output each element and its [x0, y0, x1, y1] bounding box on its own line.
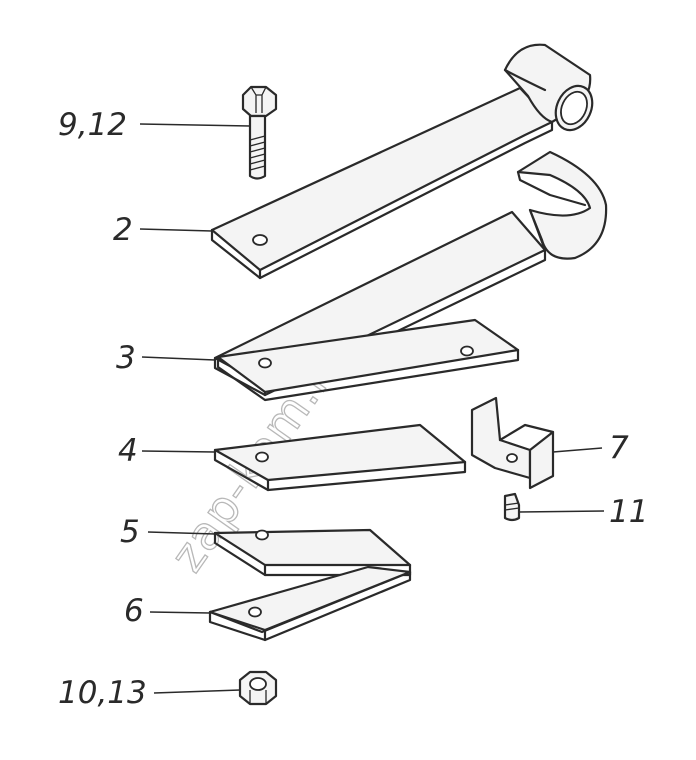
callout-4: 4: [118, 433, 138, 469]
bolt: [241, 85, 278, 180]
callout-3: 3: [116, 340, 136, 376]
leader-5: [147, 531, 216, 535]
callout-11: 11: [609, 494, 648, 530]
callout-9-12: 9,12: [58, 107, 127, 143]
callout-10-13: 10,13: [58, 675, 147, 711]
second-leaf-with-wrap: [213, 150, 608, 402]
leader-9-12: [139, 123, 251, 127]
leaf-6: [208, 565, 412, 642]
clip-bracket: [470, 396, 555, 490]
leader-4: [141, 450, 216, 453]
callout-7: 7: [609, 430, 629, 466]
callout-2: 2: [113, 212, 133, 248]
callout-6: 6: [124, 593, 144, 629]
leaf-4: [213, 423, 467, 492]
leader-6: [149, 611, 211, 614]
leader-7: [552, 447, 603, 453]
main-leaf-with-eye: [210, 43, 594, 280]
screw: [503, 492, 521, 522]
leader-2: [139, 228, 213, 232]
leader-3: [141, 356, 216, 361]
nut: [238, 670, 278, 706]
leader-10-13: [153, 689, 241, 694]
leader-11: [518, 510, 605, 513]
callout-5: 5: [120, 514, 140, 550]
leaf-5: [213, 528, 412, 577]
